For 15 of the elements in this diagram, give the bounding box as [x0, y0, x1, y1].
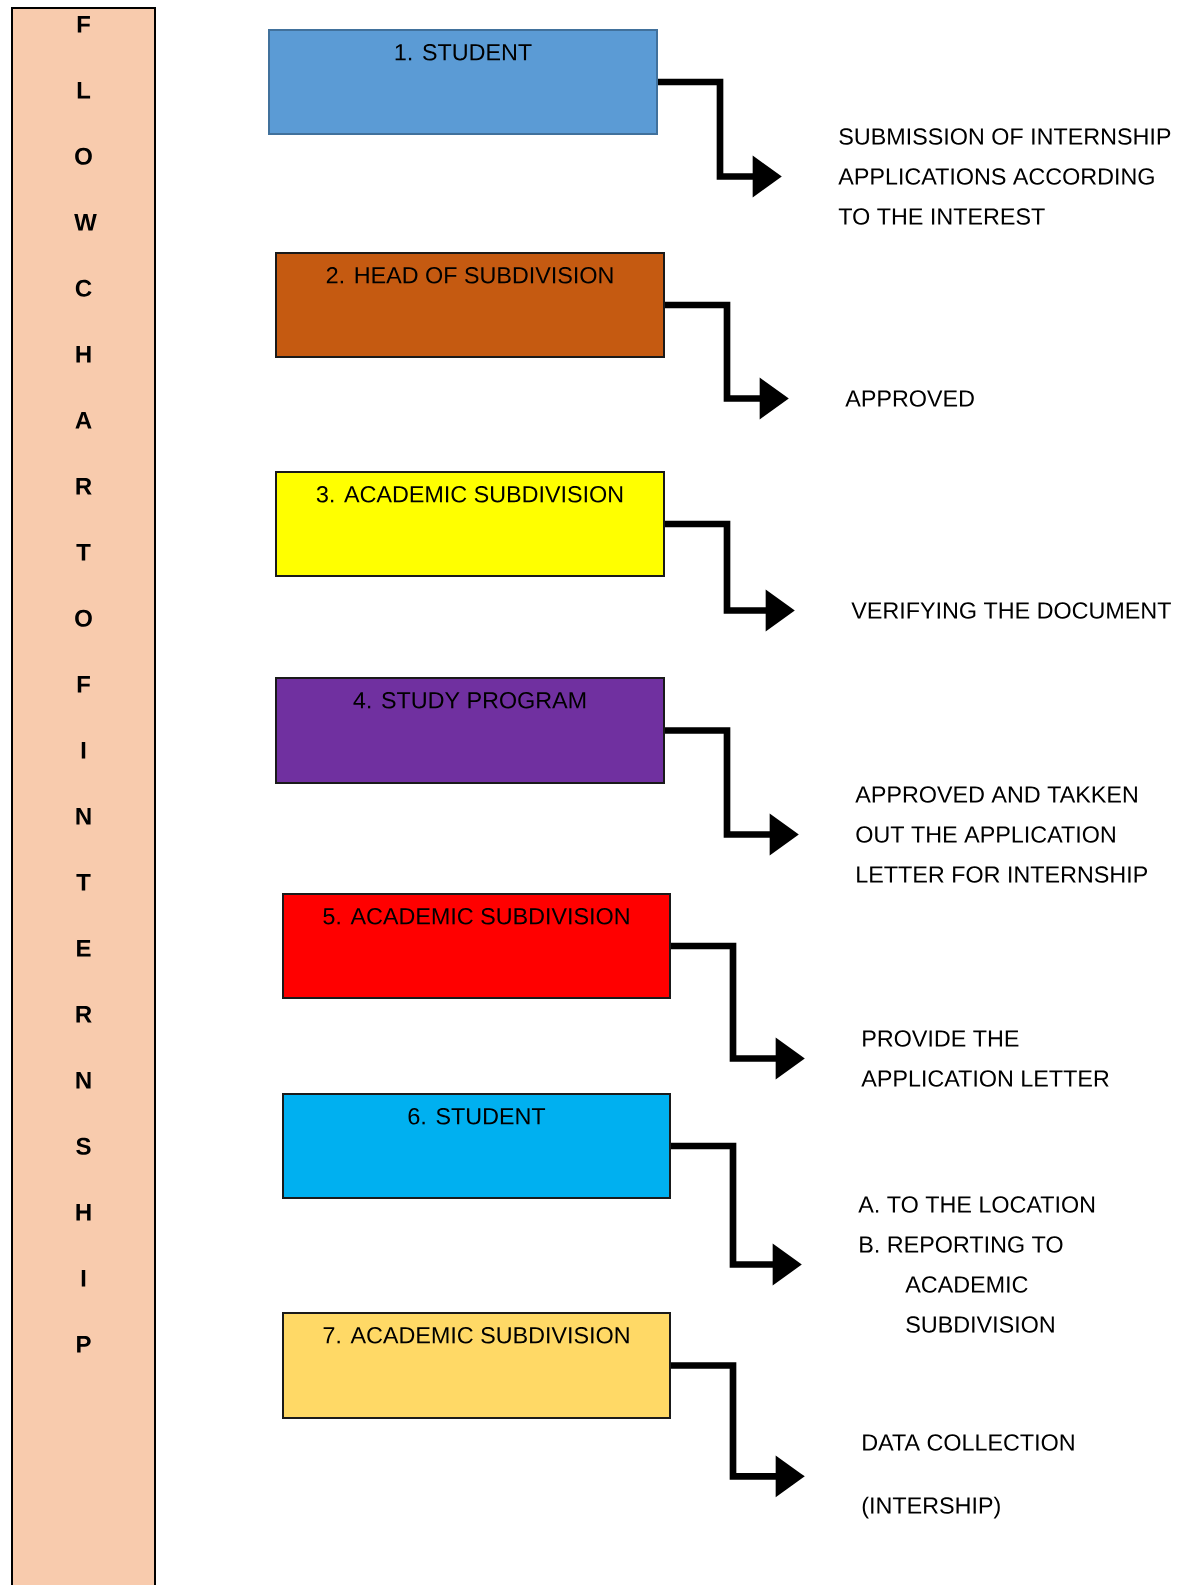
process-box: 1. STUDENT: [268, 29, 658, 135]
process-box: 2. HEAD OF SUBDIVISION: [275, 252, 665, 358]
process-box: 5. ACADEMIC SUBDIVISION: [282, 893, 671, 999]
step-description: DATA COLLECTION (INTERSHIP): [862, 1434, 1074, 1519]
process-box: 3. ACADEMIC SUBDIVISION: [275, 471, 665, 577]
step-description: APPROVED AND TAKKEN OUT THE APPLICATION LETTER FOR INTERNSHIP: [855, 786, 1147, 883]
step-description: PROVIDE THE APPLICATION LETTER: [861, 1030, 1109, 1087]
process-box: 6. STUDENT: [282, 1093, 671, 1199]
process-box: 7. ACADEMIC SUBDIVISION: [282, 1312, 671, 1419]
step-description: SUBMISSION OF INTERNSHIP APPLICATIONS ACCORDING TO THE INTEREST: [838, 128, 1171, 225]
title-band: FLOWCHART OF INTERNSHIP: [11, 7, 156, 1585]
step-description: VERIFYING THE DOCUMENT: [851, 602, 1171, 619]
step-description: APPROVED: [845, 390, 974, 407]
process-box: 4. STUDY PROGRAM: [275, 677, 665, 784]
step-description: A. TO THE LOCATION B. REPORTING TO ACADEMIC SUBDIVISION: [858, 1196, 1095, 1333]
